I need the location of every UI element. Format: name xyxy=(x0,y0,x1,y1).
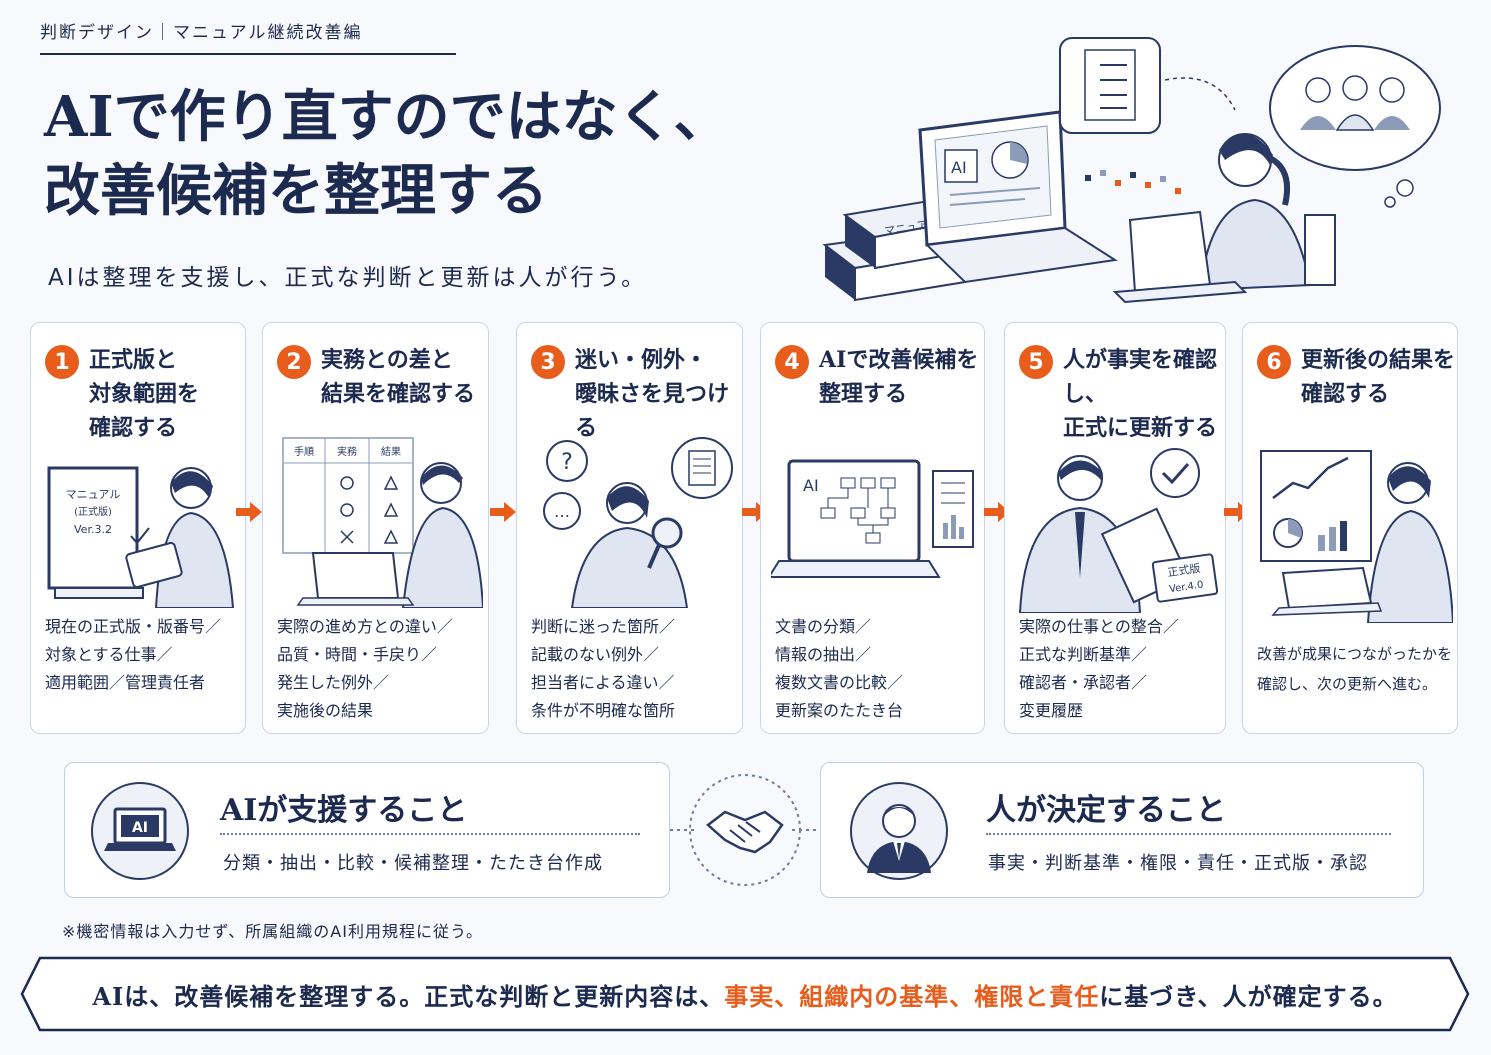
manual-line3: Ver.3.2 xyxy=(74,523,112,536)
tagline: 判断デザイン｜マニュアル継続改善編 xyxy=(40,18,456,55)
step-card-4: 4 AIで改善候補を 整理する AI 文書の分類／ 情報の抽出／ 複数文書の比較… xyxy=(760,322,985,734)
ai-icon-label: AI xyxy=(132,820,148,836)
human-decision-panel: 人が決定すること 事実・判断基準・権限・責任・正式版・承認 xyxy=(820,762,1424,898)
approval-illustration: 正式版 Ver.4.0 xyxy=(1018,448,1219,613)
banner-text-part1: AIは、改善候補を整理する。正式な判断と更新内容は、 xyxy=(92,981,725,1011)
handshake-icon xyxy=(670,774,820,886)
arrow-right-icon xyxy=(236,502,262,522)
step-card-3: 3 迷い・例外・ 曖昧さを見つける ? … 判断に迷った箇所／ 記載のない例外／… xyxy=(516,322,743,734)
screen-ai-label: AI xyxy=(803,476,819,495)
manual-line1: マニュアル xyxy=(66,488,121,501)
step-description: 実際の進め方との違い／ 品質・時間・手戻り／ 発生した例外／ 実施後の結果 xyxy=(277,617,453,720)
step-title: 人が事実を確認し、 正式に更新する xyxy=(1063,347,1218,441)
page-title: AIで作り直すのではなく、 改善候補を整理する xyxy=(44,80,844,228)
thought-bubble-icon xyxy=(1269,45,1441,208)
table-header-2: 実務 xyxy=(337,445,357,458)
checklist-bubble-icon xyxy=(1059,37,1236,134)
step-card-6: 6 更新後の結果を 確認する 改善が成果につながったかを 確認し、次の更新へ進む… xyxy=(1242,322,1458,734)
ellipsis-icon: … xyxy=(554,502,570,521)
panel-title: AIが支援すること xyxy=(220,793,468,828)
panel-description: 事実・判断基準・権限・責任・正式版・承認 xyxy=(988,853,1368,874)
banner-text-part2: に基づき、人が確定する。 xyxy=(1099,981,1398,1011)
comparison-table-illustration: 手順 実務 結果 xyxy=(282,437,483,608)
step-title: 正式版と 対象範囲を 確認する xyxy=(89,347,200,441)
divider xyxy=(986,833,1391,835)
trend-line-icon xyxy=(1272,456,1349,499)
ai-support-panel: AI AIが支援すること 分類・抽出・比較・候補整理・たたき台作成 xyxy=(64,762,670,898)
summary-banner: AIは、改善候補を整理する。正式な判断と更新内容は、事実、組織内の基準、権限と責… xyxy=(20,956,1470,1032)
table-header-3: 結果 xyxy=(381,445,401,458)
step-description: 文書の分類／ 情報の抽出／ 複数文書の比較／ 更新案のたたき台 xyxy=(775,617,904,720)
hero-ai-label: AI xyxy=(951,158,967,177)
step-title: 迷い・例外・ 曖昧さを見つける xyxy=(575,347,730,441)
step-number: 4 xyxy=(775,345,809,379)
banner-highlight: 事実、組織内の基準、権限と責任 xyxy=(724,981,1100,1011)
laptop-icon: AI xyxy=(918,110,1118,284)
magnifier-illustration: ? … xyxy=(543,437,733,608)
ai-laptop-illustration: AI xyxy=(771,459,974,578)
step-title: AIで改善候補を 整理する xyxy=(819,347,979,407)
person-icon xyxy=(1112,133,1336,304)
question-icon: ? xyxy=(561,450,573,475)
step-card-1: 1 正式版と 対象範囲を 確認する マニュアル (正式版) Ver.3.2 現在… xyxy=(30,322,246,734)
person-avatar-icon xyxy=(850,782,948,880)
table-header-1: 手順 xyxy=(294,445,314,458)
banner-frame xyxy=(20,956,1470,1032)
step-number: 3 xyxy=(531,345,565,379)
step-title: 実務との差と 結果を確認する xyxy=(321,347,476,407)
arrow-right-icon xyxy=(984,502,1010,522)
panel-description: 分類・抽出・比較・候補整理・たたき台作成 xyxy=(223,853,603,874)
magnifier-icon xyxy=(651,517,683,549)
step-number: 6 xyxy=(1257,345,1291,379)
step-number: 2 xyxy=(277,345,311,379)
page-title-line2: 改善候補を整理する xyxy=(44,158,548,224)
stamp-line1: 正式版 xyxy=(1167,561,1202,579)
manual-line2: (正式版) xyxy=(74,505,112,518)
step-title: 更新後の結果を 確認する xyxy=(1301,347,1456,407)
step-card-2: 2 実務との差と 結果を確認する 手順 実務 結果 実際の進め方との違い／ 品質… xyxy=(262,322,489,734)
footnote: ※機密情報は入力せず、所属組織のAI利用規程に従う。 xyxy=(62,922,483,941)
hero-illustration: マニュアル AI xyxy=(822,37,1441,304)
ai-laptop-icon: AI xyxy=(91,782,189,880)
step-number: 1 xyxy=(45,345,79,379)
data-dots xyxy=(1085,170,1181,194)
step-number: 5 xyxy=(1019,345,1053,379)
step-card-5: 5 人が事実を確認し、 正式に更新する 正式版 Ver.4.0 実際の仕事との整… xyxy=(1004,322,1226,734)
step-description: 判断に迷った箇所／ 記載のない例外／ 担当者による違い／ 条件が不明確な箇所 xyxy=(531,617,676,720)
check-icon xyxy=(130,527,150,545)
banner-text: AIは、改善候補を整理する。正式な判断と更新内容は、事実、組織内の基準、権限と責… xyxy=(20,956,1470,1032)
step-description: 改善が成果につながったかを 確認し、次の更新へ進む。 xyxy=(1257,645,1453,693)
step-description: 現在の正式版・版番号／ 対象とする仕事／ 適用範囲／管理責任者 xyxy=(45,617,222,692)
result-chart-illustration xyxy=(1260,450,1453,623)
manual-tablet-illustration: マニュアル (正式版) Ver.3.2 xyxy=(47,466,235,608)
page-title-line1: AIで作り直すのではなく、 xyxy=(44,84,730,150)
step-description: 実際の仕事との整合／ 正式な判断基準／ 確認者・承認者／ 変更履歴 xyxy=(1019,617,1179,720)
checkmark-icon xyxy=(1161,463,1190,485)
stamp-line2: Ver.4.0 xyxy=(1168,580,1204,596)
divider xyxy=(220,833,640,835)
page-subtitle: AIは整理を支援し、正式な判断と更新は人が行う。 xyxy=(48,265,648,291)
arrow-right-icon xyxy=(490,502,516,522)
panel-title: 人が決定すること xyxy=(986,793,1226,828)
